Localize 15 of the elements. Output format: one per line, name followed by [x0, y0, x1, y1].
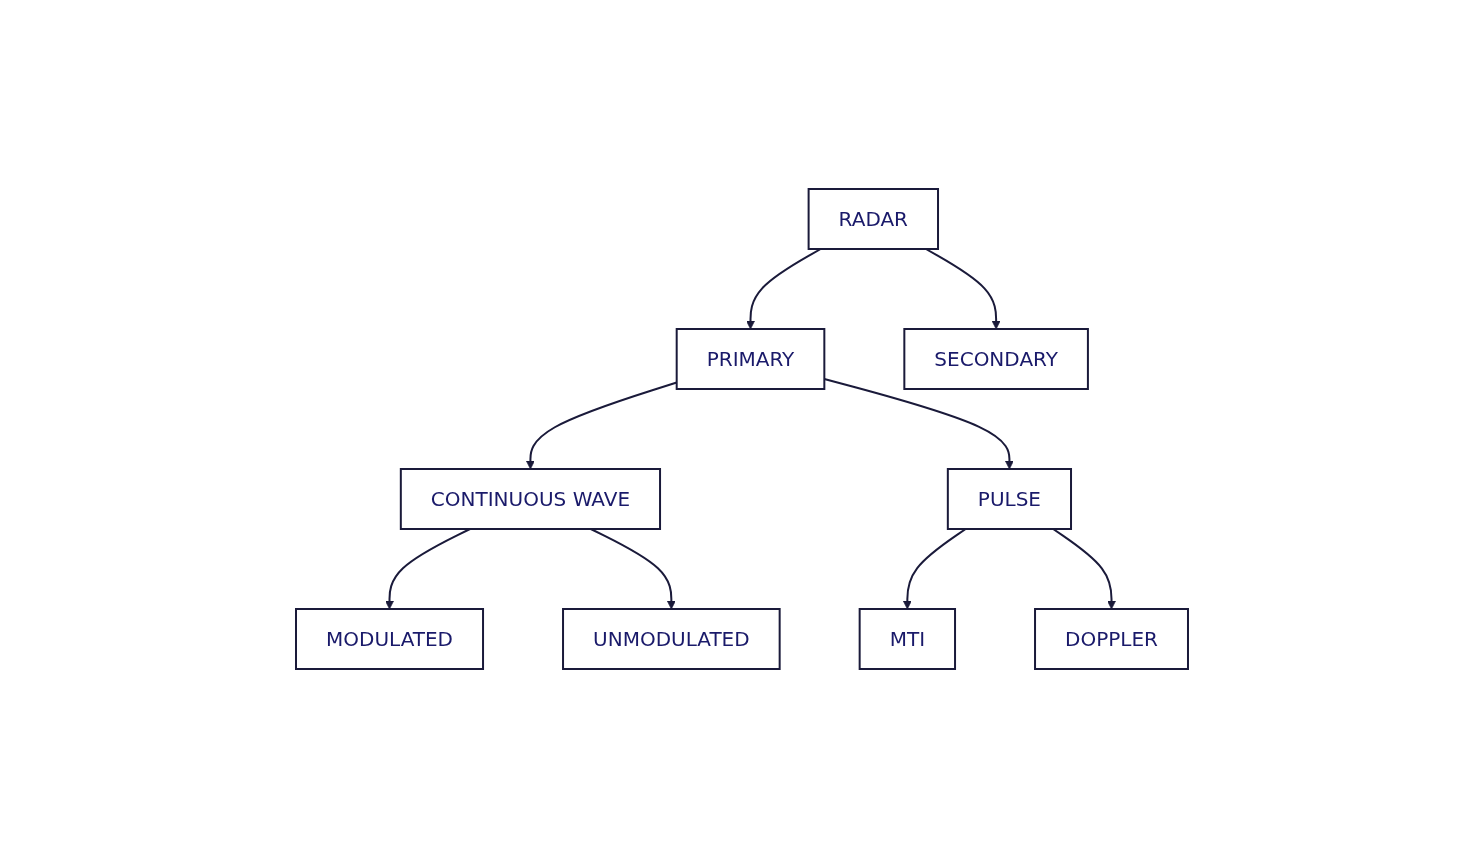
arrow — [746, 248, 822, 330]
node-box: PRIMARY — [675, 328, 826, 390]
node-box: DOPPLER — [1034, 608, 1189, 670]
arrow — [589, 528, 676, 610]
node-box: SECONDARY — [903, 328, 1089, 390]
arrow — [924, 248, 1001, 330]
node-box: RADAR — [807, 188, 939, 250]
node-box: UNMODULATED — [562, 608, 781, 670]
node-box: PULSE — [946, 468, 1072, 530]
node-box: MTI — [858, 608, 957, 670]
node-box: CONTINUOUS WAVE — [399, 468, 662, 530]
arrow — [385, 528, 472, 610]
node-box: MODULATED — [295, 608, 485, 670]
arrow — [1052, 528, 1116, 610]
arrow — [902, 528, 967, 610]
